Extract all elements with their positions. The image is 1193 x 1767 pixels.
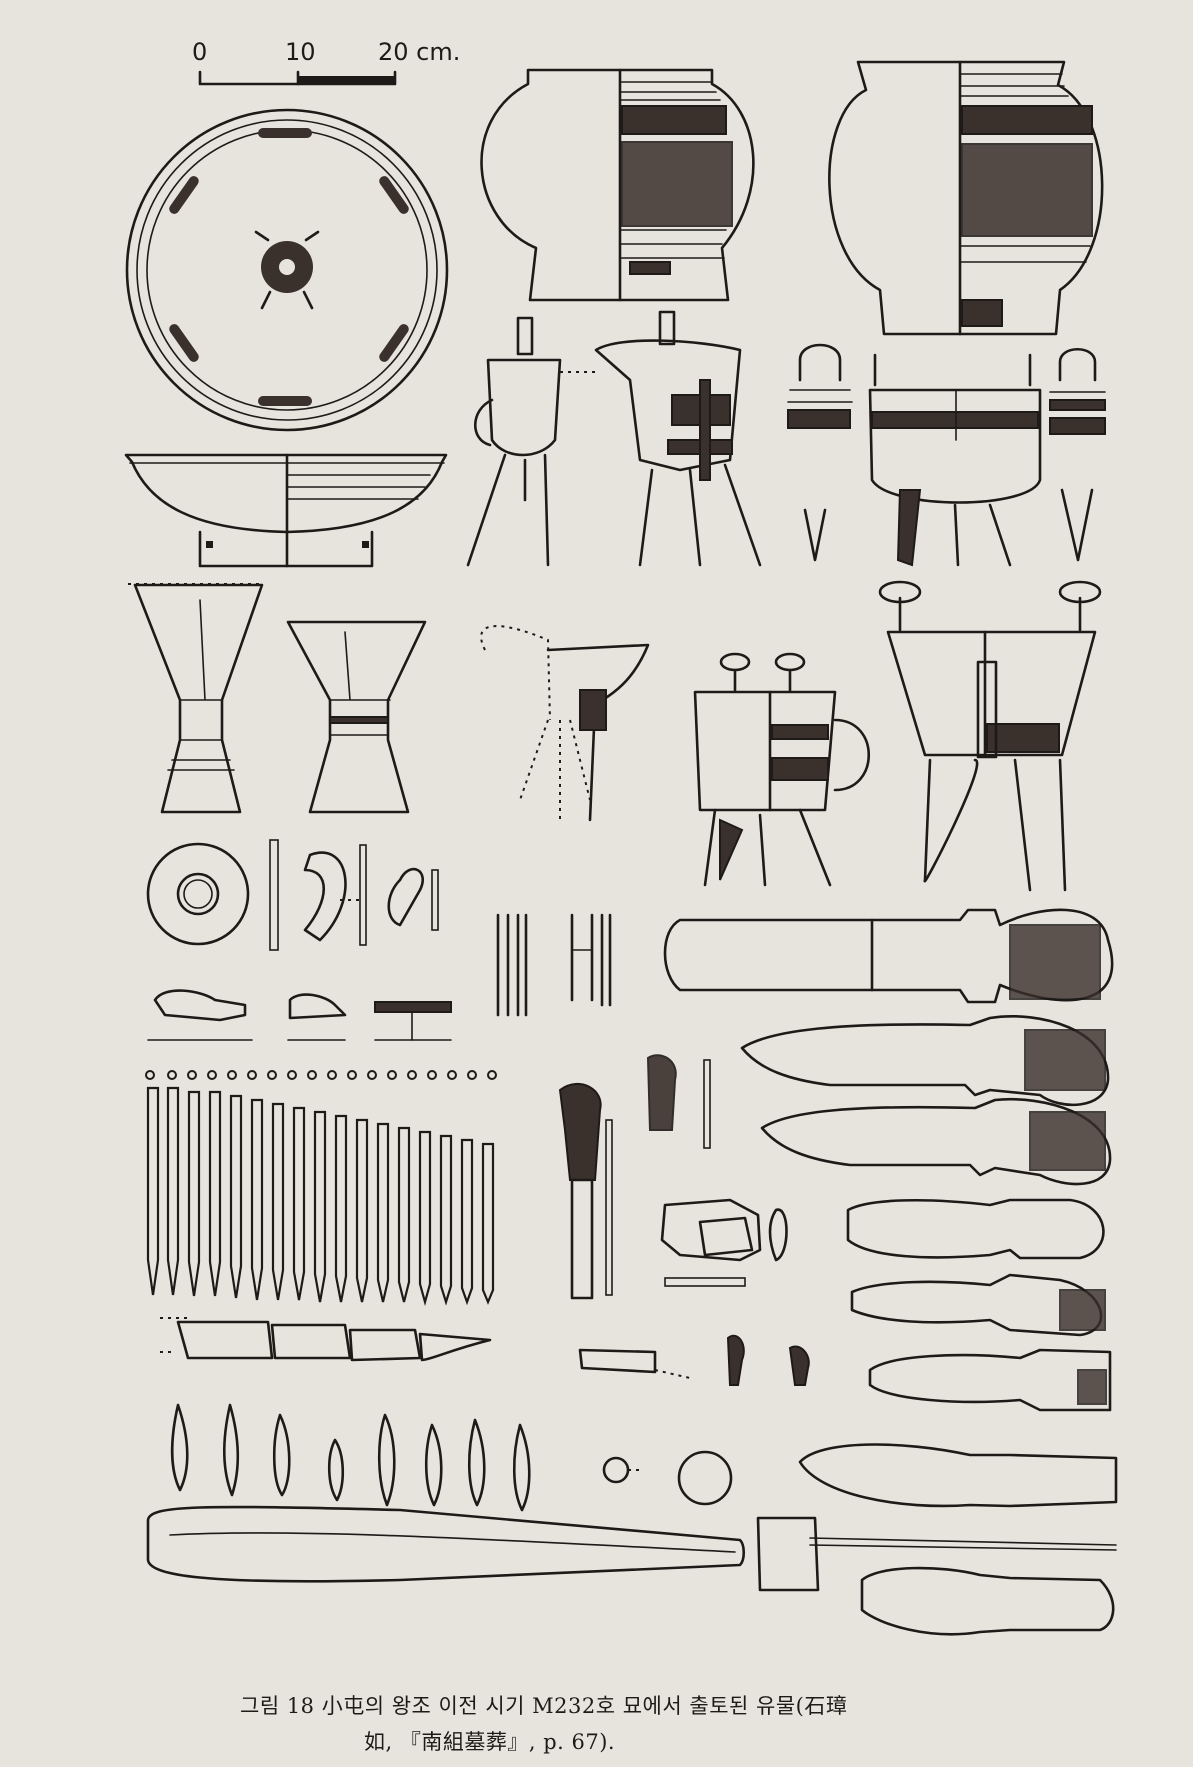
bronze-daggers — [663, 908, 1118, 1636]
long-blade — [160, 1317, 492, 1362]
caption-line-1: 그림 18 小屯의 왕조 이전 시기 M232호 묘에서 출토된 유물(石璋 — [240, 1694, 848, 1718]
awls — [496, 913, 612, 1017]
scale-bar: 0 10 20 cm. — [192, 38, 460, 86]
artifact-plate: 0 10 20 cm. — [124, 38, 1118, 1636]
jue-vessel — [466, 310, 762, 567]
artifact-drawings: 0 10 20 cm. — [124, 38, 1118, 1636]
basin-top-view — [125, 108, 449, 432]
ding-vessels — [787, 343, 1106, 567]
animal-figurines — [147, 989, 452, 1041]
fragment-vessel — [480, 625, 650, 822]
gu-goblets — [128, 583, 427, 814]
small-discs — [602, 1450, 733, 1506]
stone-tools — [578, 1198, 810, 1386]
jar-left — [480, 68, 755, 302]
basin-side-view — [124, 453, 448, 568]
arrowheads — [170, 1403, 531, 1512]
scale-tick-10: 10 — [285, 38, 316, 66]
scale-tick-20: 20 cm. — [378, 38, 460, 66]
long-ladle — [146, 1505, 820, 1592]
scale-tick-0: 0 — [192, 38, 207, 66]
figure-caption: 그림 18 小屯의 왕조 이전 시기 M232호 묘에서 출토된 유물(石璋 如… — [240, 1688, 1100, 1760]
bone-hairpins — [145, 1070, 497, 1307]
jar-right — [828, 60, 1104, 336]
jia-vessels — [693, 580, 1102, 892]
caption-line-2: 如, 『南組墓葬』, p. 67). — [364, 1730, 616, 1754]
carved-ornaments — [558, 1054, 711, 1300]
ring-disc — [146, 839, 439, 951]
